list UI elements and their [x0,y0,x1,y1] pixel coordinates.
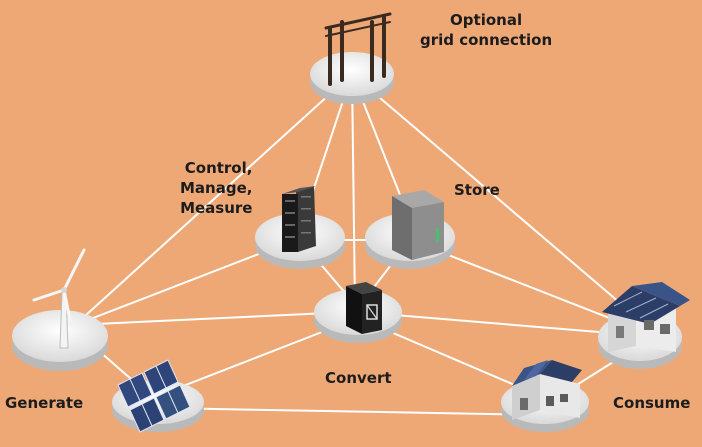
label-grid-line2: grid connection [420,31,553,49]
inverter-icon [346,282,382,334]
edge-convert-house [357,311,636,336]
edge-grid-house [351,73,641,321]
server-rack-icon [282,186,316,252]
power-pylon-icon [324,12,392,86]
label-control-line3: Measure [180,199,253,217]
edge-generate-convert [74,311,351,326]
edge-grid-convert [351,73,356,309]
factory-icon [512,360,582,420]
platform-grid [310,52,394,104]
label-convert: Convert [325,369,392,387]
edge-solar-factory [159,407,546,416]
label-control-line1: Control, [184,159,253,177]
label-control: Control, Manage, Measure [180,158,252,218]
label-grid-line1: Optional [450,11,523,29]
battery-cabinet-icon [392,190,444,260]
wind-turbine-icon [32,248,86,349]
label-grid-connection: Optional grid connection [420,10,552,50]
solar-panel-icon [117,359,191,433]
label-consume: Consume [613,394,691,412]
house-icon [602,282,690,352]
label-generate: Generate [5,394,84,412]
label-control-line2: Manage, [180,179,253,197]
edge-grid-generate [74,73,353,326]
label-store: Store [454,181,500,199]
